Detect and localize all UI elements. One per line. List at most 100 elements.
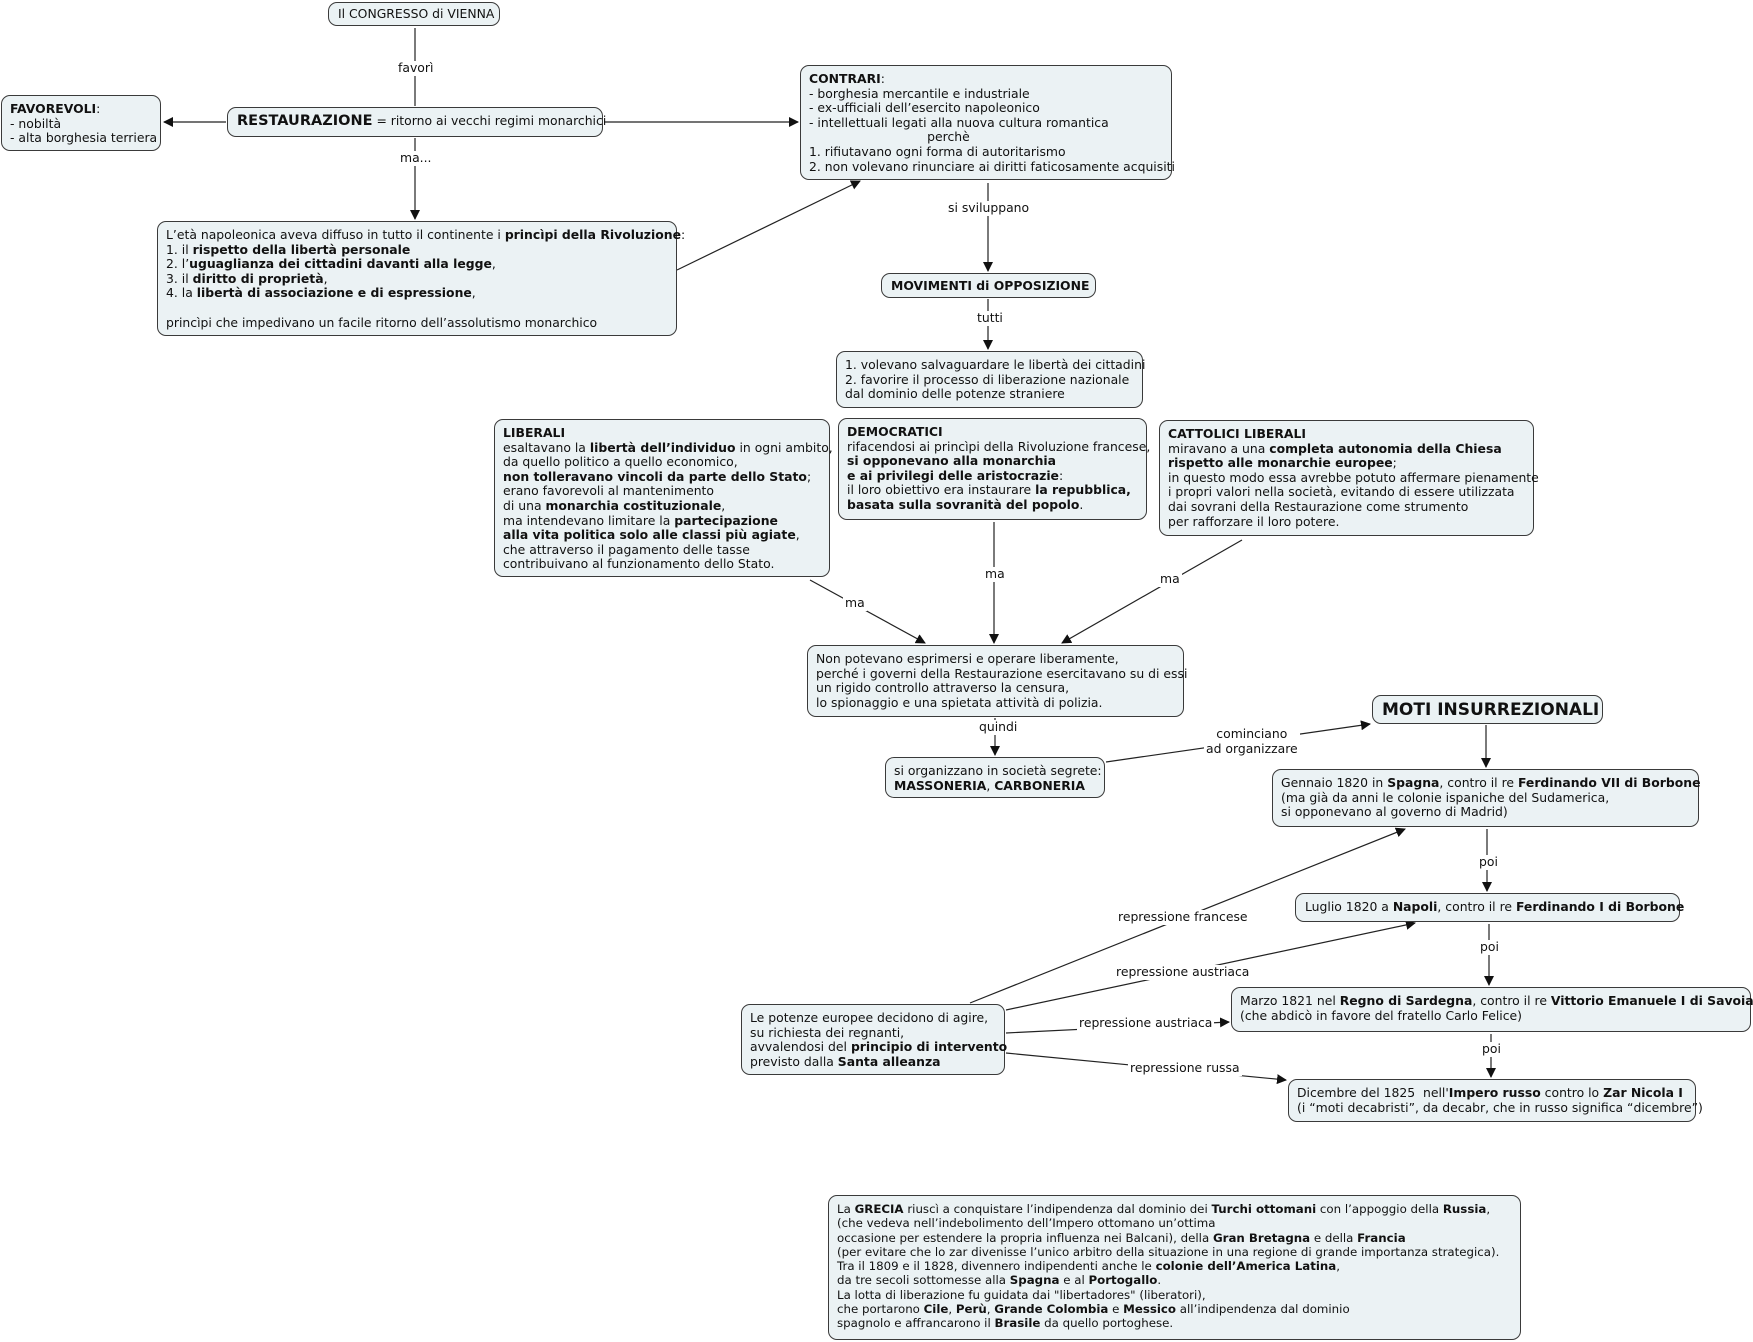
bold-text: LIBERALI <box>503 425 566 440</box>
bold-text: CARBONERIA <box>994 777 1085 793</box>
link-label-quindi: quindi <box>977 719 1020 735</box>
text: Le potenze europee decidono di agire, su… <box>750 1010 989 1055</box>
node-societa[interactable]: si organizzano in società segrete: MASSO… <box>885 757 1105 798</box>
bold-text: MOTI INSURREZIONALI <box>1382 700 1600 720</box>
text: Gennaio 1820 in <box>1281 775 1388 790</box>
bold-text: libertà di associazione e di espressione <box>196 285 472 301</box>
text: : 1. il <box>166 227 686 257</box>
text: da quello portoghese. <box>1040 1316 1174 1331</box>
text: (ma già da anni le colonie ispaniche del… <box>1281 789 1610 820</box>
text: . La lotta di liberazione fu guidata dai… <box>837 1273 1206 1317</box>
link-label-poi-1: poi <box>1477 854 1500 870</box>
text: in ogni ambito, da quello politico a que… <box>503 439 833 470</box>
text: Il CONGRESSO di VIENNA <box>338 6 495 21</box>
bold-text: libertà dell’individuo <box>589 439 736 455</box>
bold-text: MASSONERIA <box>894 777 987 793</box>
node-favorevoli[interactable]: FAVOREVOLI: - nobiltà - alta borghesia t… <box>1 95 161 151</box>
node-luglio[interactable]: Luglio 1820 a Napoli, contro il re Ferdi… <box>1295 893 1684 922</box>
bold-text: Regno di Sardegna <box>1339 993 1473 1008</box>
text: miravano a una <box>1168 440 1266 456</box>
bold-text: Gran Bretagna <box>1212 1230 1311 1245</box>
text: : - nobiltà - alta borghesia terriera <box>10 101 158 146</box>
link-label-si-sviluppano: si sviluppano <box>946 200 1032 216</box>
link-label-cominciano: cominciano ad organizzare <box>1204 726 1300 757</box>
text: previsto dalla <box>750 1053 834 1069</box>
node-nonpotevano[interactable]: Non potevano esprimersi e operare libera… <box>807 645 1187 717</box>
text: si organizzano in società segrete: <box>894 763 1102 778</box>
node-potenze[interactable]: Le potenze europee decidono di agire, su… <box>741 1004 1008 1075</box>
link-label-poi-2: poi <box>1478 939 1501 955</box>
bold-text: MOVIMENTI di OPPOSIZIONE <box>891 278 1090 293</box>
link-label-ma-dots: ma... <box>398 150 434 166</box>
text: e al <box>1059 1273 1089 1288</box>
text: , ma intendevano limitare la <box>503 497 726 528</box>
text: (i “moti decabristi”, da decabr, che in … <box>1297 1099 1703 1115</box>
bold-text: uguaglianza dei cittadini davanti alla l… <box>189 256 492 272</box>
node-moti[interactable]: MOTI INSURREZIONALI <box>1372 695 1603 724</box>
link-label-repressione-austriaca-2: repressione austriaca <box>1077 1015 1215 1031</box>
text: , (che vedeva nell’indebolimento dell’Im… <box>837 1202 1491 1245</box>
text: contro lo <box>1540 1085 1604 1100</box>
node-gennaio[interactable]: Gennaio 1820 in Spagna, contro il re Fer… <box>1272 769 1701 827</box>
bold-text: Portogallo <box>1088 1273 1158 1288</box>
node-marzo[interactable]: Marzo 1821 nel Regno di Sardegna, contro… <box>1231 987 1753 1032</box>
text: = ritorno ai vecchi regimi monarchici <box>372 113 607 128</box>
link-label-ma-liberali: ma <box>843 595 867 611</box>
text: , che attraverso il pagamento delle tass… <box>503 527 800 572</box>
text: , princìpi che impedivano un facile rito… <box>166 285 598 330</box>
link-label-repressione-austriaca-1: repressione austriaca <box>1114 964 1252 980</box>
node-volevano[interactable]: 1. volevano salvaguardare le libertà dei… <box>836 351 1146 408</box>
text: Marzo 1821 nel <box>1240 993 1340 1008</box>
text: rifacendosi ai princìpi della Rivoluzion… <box>847 438 1151 454</box>
bold-text: Spagna <box>1009 1273 1060 1288</box>
text: e della <box>1310 1230 1358 1245</box>
text: con l’appoggio della <box>1316 1202 1443 1216</box>
text: , <box>948 1302 956 1317</box>
bold-text: RESTAURAZIONE <box>237 113 373 129</box>
link-label-favori: favorì <box>396 60 436 76</box>
bold-text: non tolleravano vincoli da parte dello S… <box>503 468 807 484</box>
text: . <box>1079 496 1084 512</box>
text: L’età napoleonica aveva diffuso in tutto… <box>166 227 505 242</box>
bold-text: Francia <box>1357 1230 1406 1245</box>
text: 1. volevano salvaguardare le libertà dei… <box>845 357 1146 402</box>
text: , da tre secoli sottomesse alla <box>837 1259 1341 1288</box>
node-grecia[interactable]: La GRECIA riuscì a conquistare l’indipen… <box>828 1195 1521 1340</box>
node-liberali[interactable]: LIBERALI esaltavano la libertà dell’indi… <box>494 419 833 577</box>
text: ; in questo modo essa avrebbe potuto aff… <box>1168 455 1539 529</box>
text: esaltavano la <box>503 439 586 455</box>
bold-text: princìpi della Rivoluzione <box>504 227 681 242</box>
link-liberali-nonpotevano <box>809 579 926 644</box>
node-democratici[interactable]: DEMOCRATICI rifacendosi ai princìpi dell… <box>838 418 1151 520</box>
link-label-repressione-russa: repressione russa <box>1128 1060 1242 1076</box>
bold-text: Grande Colombia <box>994 1302 1109 1317</box>
bold-text: diritto di proprietà <box>192 270 324 286</box>
bold-text: Brasile <box>994 1316 1041 1331</box>
link-cattolici-nonpotevano <box>1061 539 1243 644</box>
text: riuscì a conquistare l’indipendenza dal … <box>903 1202 1212 1216</box>
bold-text: DEMOCRATICI <box>847 424 943 439</box>
text: , <box>986 1302 995 1317</box>
text: , contro il re <box>1472 993 1551 1008</box>
node-congresso[interactable]: Il CONGRESSO di VIENNA <box>328 2 500 26</box>
bold-text: monarchia costituzionale <box>545 497 722 513</box>
bold-text: Perù <box>955 1302 987 1317</box>
node-restaurazione[interactable]: RESTAURAZIONE = ritorno ai vecchi regimi… <box>227 107 606 137</box>
bold-text: Spagna <box>1387 775 1440 790</box>
node-contrari[interactable]: CONTRARI: - borghesia mercantile e indus… <box>800 65 1175 180</box>
text: , contro il re <box>1437 899 1516 914</box>
node-cattolici[interactable]: CATTOLICI LIBERALI miravano a una comple… <box>1159 420 1539 536</box>
text: , 3. il <box>166 256 496 286</box>
text: 2. l’ <box>166 256 190 272</box>
node-movimenti[interactable]: MOVIMENTI di OPPOSIZIONE <box>881 273 1096 298</box>
bold-text: rispetto della libertà personale <box>192 241 411 257</box>
bold-text: principio di intervento <box>850 1039 1008 1055</box>
bold-text: Turchi ottomani <box>1211 1202 1317 1216</box>
bold-text: Cile <box>923 1302 949 1317</box>
node-napoleonica[interactable]: L’età napoleonica aveva diffuso in tutto… <box>157 221 685 336</box>
bold-text: Santa alleanza <box>837 1053 941 1069</box>
node-dicembre[interactable]: Dicembre del 1825 nell'Impero russo cont… <box>1288 1079 1703 1122</box>
bold-text: Ferdinando VII di Borbone <box>1517 775 1701 790</box>
bold-text: GRECIA <box>854 1202 904 1216</box>
bold-text: partecipazione alla vita politica solo a… <box>503 512 796 543</box>
